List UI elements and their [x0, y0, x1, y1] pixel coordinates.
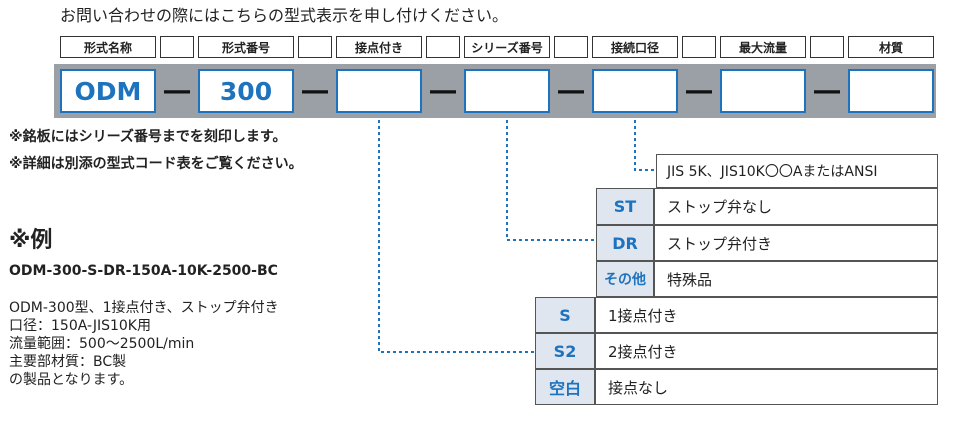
note-nameplate: ※銘板にはシリーズ番号までを刻印します。: [9, 129, 287, 145]
series-label-dr: ストップ弁付き: [654, 225, 938, 261]
example-title: ※例: [9, 228, 53, 253]
contact-label-s: 1接点付き: [595, 297, 938, 333]
connector-contact: [378, 120, 535, 353]
header-material: 材質: [848, 36, 934, 58]
header-spacer: [298, 36, 332, 58]
series-number-field: [464, 69, 550, 113]
separator-dash: ―: [814, 76, 840, 106]
header-contact: 接点付き: [336, 36, 422, 58]
example-line: ODM-300型、1接点付き、ストップ弁付き: [9, 300, 279, 316]
contact-code-s: S: [535, 297, 595, 333]
series-label-other: 特殊品: [654, 261, 938, 297]
connector-series: [506, 120, 596, 241]
connection-size-field: [592, 69, 678, 113]
contact-code-s2: S2: [535, 333, 595, 369]
contact-label-s2: 2接点付き: [595, 333, 938, 369]
example-line: 口径：150A-JIS10K用: [9, 318, 151, 334]
separator-dash: ―: [558, 76, 584, 106]
max-flow-field: [720, 69, 806, 113]
example-line: の製品となります。: [9, 372, 134, 388]
intro-text: お問い合わせの際にはこちらの型式表示を申し付けください。: [60, 6, 509, 25]
contact-label-blank: 接点なし: [595, 369, 938, 405]
note-details: ※詳細は別添の型式コード表をご覧ください。: [9, 156, 303, 172]
series-label-st: ストップ弁なし: [654, 188, 938, 225]
model-number-field: 300: [198, 69, 294, 113]
example-code: ODM-300-S-DR-150A-10K-2500-BC: [9, 263, 278, 279]
header-series-number: シリーズ番号: [464, 36, 550, 58]
connection-standard-cell: JIS 5K、JIS10K〇〇AまたはANSI: [656, 154, 938, 188]
header-spacer: [554, 36, 588, 58]
separator-dash: ―: [302, 76, 328, 106]
example-line: 流量範囲：500～2500L/min: [9, 336, 195, 352]
material-field: [848, 69, 934, 113]
header-spacer: [160, 36, 194, 58]
header-connection-size: 接続口径: [592, 36, 678, 58]
contact-code-blank: 空白: [535, 369, 595, 405]
header-spacer: [810, 36, 844, 58]
series-code-st: ST: [596, 188, 654, 225]
header-model-number: 形式番号: [198, 36, 294, 58]
header-spacer: [682, 36, 716, 58]
contact-field: [336, 69, 422, 113]
series-code-other: その他: [596, 261, 654, 297]
header-spacer: [426, 36, 460, 58]
example-line: 主要部材質：BC製: [9, 354, 127, 370]
header-model-name: 形式名称: [60, 36, 156, 58]
series-code-dr: DR: [596, 225, 654, 261]
model-name-field: ODM: [60, 69, 156, 113]
separator-dash: ―: [686, 76, 712, 106]
separator-dash: ―: [164, 76, 190, 106]
separator-dash: ―: [430, 76, 456, 106]
header-max-flow: 最大流量: [720, 36, 806, 58]
connector-connection: [634, 120, 656, 171]
